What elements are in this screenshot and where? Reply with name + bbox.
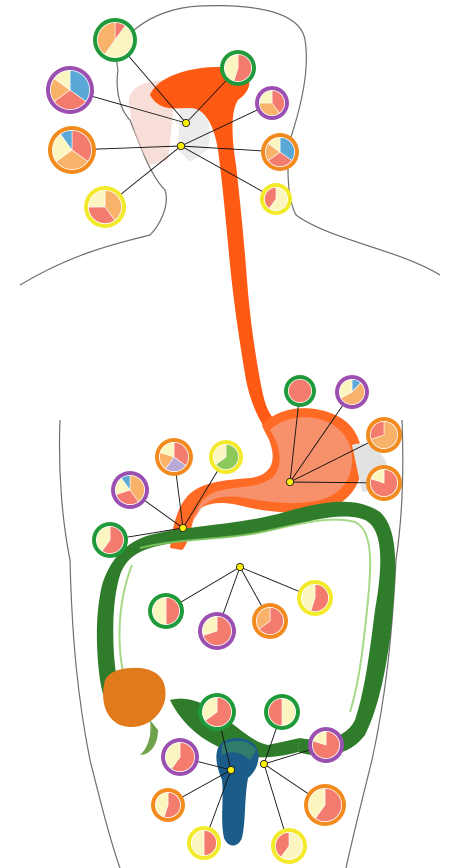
connector-hub: [260, 760, 267, 767]
pie-chart-mouth-8: [260, 183, 292, 215]
pie-chart-mouth-2: [46, 66, 94, 114]
pie-chart-stomach-2: [335, 375, 369, 409]
colon: [97, 502, 395, 758]
pie-chart-mouth-5: [220, 50, 256, 86]
pie-chart-stomach-3: [366, 417, 402, 453]
pie-chart-colon-4: [297, 580, 333, 616]
pie-chart-mouth-4: [84, 186, 126, 228]
pie-chart-mouth-1: [93, 18, 137, 62]
pie-chart-mouth-3: [48, 126, 96, 174]
pie-chart-colon-2: [198, 612, 236, 650]
pie-chart-duodenum-2: [209, 440, 243, 474]
pie-chart-duodenum-3: [111, 471, 149, 509]
pie-chart-mouth-7: [261, 133, 299, 171]
pie-chart-rectum-8: [271, 828, 307, 864]
pie-chart-colon-3: [252, 603, 288, 639]
connector-hub: [227, 766, 234, 773]
connector-hub: [182, 119, 189, 126]
connector-hub: [177, 142, 184, 149]
connector-hub: [286, 478, 293, 485]
pie-chart-duodenum-4: [92, 522, 128, 558]
pie-chart-colon-1: [148, 593, 184, 629]
pie-chart-stomach-1: [284, 375, 316, 407]
connector-hub: [179, 524, 186, 531]
pie-chart-rectum-7: [187, 826, 221, 860]
pie-chart-rectum-2: [264, 694, 300, 730]
pie-chart-rectum-4: [308, 727, 344, 763]
pie-chart-stomach-4: [366, 465, 402, 501]
pie-chart-mouth-6: [255, 86, 289, 120]
pie-chart-rectum-5: [151, 788, 185, 822]
pie-chart-rectum-3: [161, 738, 199, 776]
pie-chart-rectum-1: [198, 693, 236, 731]
connector-hub: [236, 563, 243, 570]
pie-chart-rectum-6: [304, 784, 346, 826]
pie-slice: [288, 380, 311, 403]
pie-chart-duodenum-1: [155, 438, 193, 476]
